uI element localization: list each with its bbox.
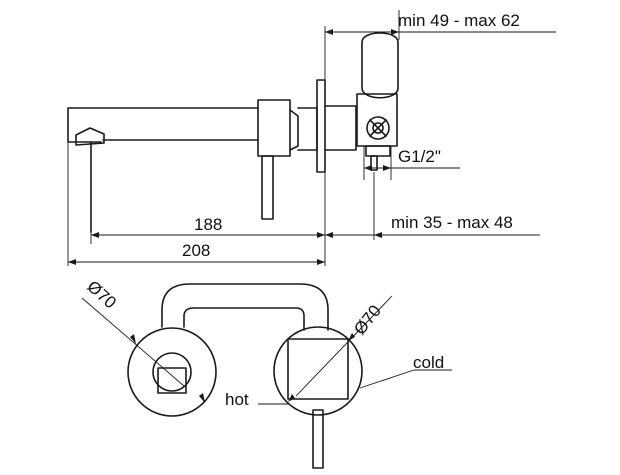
wall-box — [324, 32, 399, 171]
cold-label: cold — [413, 353, 444, 372]
bridge — [161, 283, 329, 331]
spout-length-label: 188 — [194, 215, 222, 234]
wall-range-label: min 35 - max 48 — [391, 213, 513, 232]
diameter-right-label: Ø70 — [350, 301, 385, 338]
dimension-spout-length: 188 — [90, 172, 326, 266]
hot-label: hot — [225, 390, 249, 409]
spout — [67, 107, 259, 233]
dimension-depth-range: min 49 - max 62 — [324, 10, 556, 84]
cold-callout: cold — [359, 353, 452, 389]
rosette-spout: Ø70 — [81, 277, 217, 417]
rosette-mixer: Ø70 — [273, 295, 393, 469]
depth-range-label: min 49 - max 62 — [398, 11, 520, 30]
side-view: min 49 - max 62 G1/2" 188 208 — [67, 10, 556, 266]
wall-flange — [297, 79, 326, 173]
dimension-overall-length: 208 — [67, 142, 325, 266]
connection-label: G1/2" — [398, 147, 441, 166]
dimension-wall-range: min 35 - max 48 — [325, 172, 540, 240]
dimension-connection: G1/2" — [363, 146, 460, 180]
front-view: Ø70 Ø70 hot cold — [81, 277, 452, 469]
hot-callout: hot — [225, 390, 290, 409]
mixer-body — [257, 99, 299, 220]
diameter-left-label: Ø70 — [83, 277, 120, 313]
overall-length-label: 208 — [182, 241, 210, 260]
